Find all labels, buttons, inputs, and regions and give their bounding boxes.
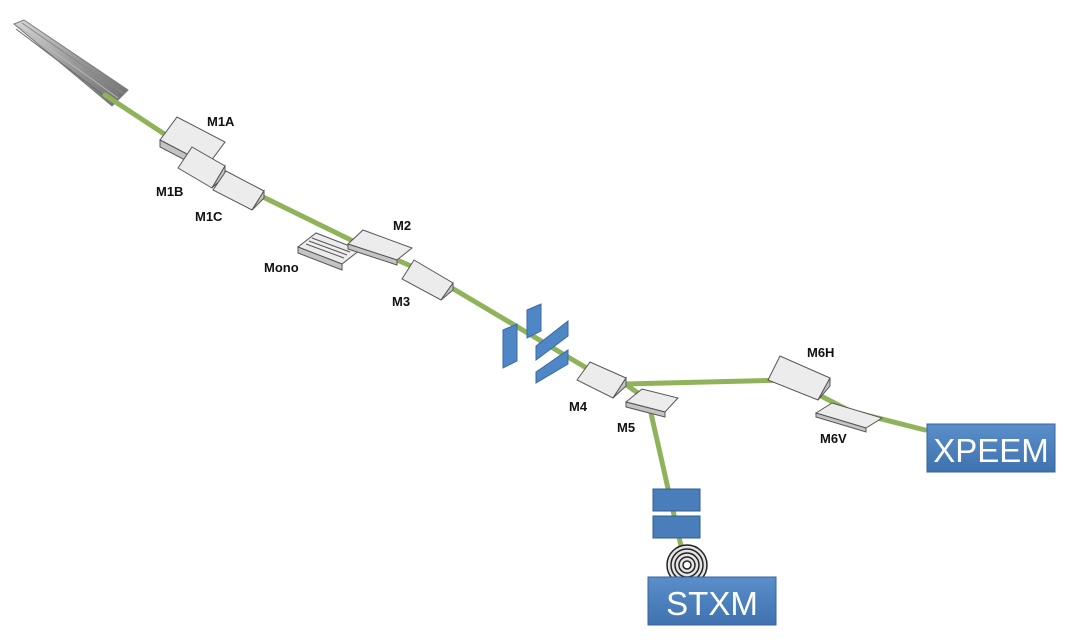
undulator-icon: [13, 19, 129, 107]
label-m5: M5: [617, 420, 635, 435]
label-m6h: M6H: [807, 345, 834, 360]
stxm-optic-upper: [652, 488, 701, 512]
mirror-m6h: [767, 355, 831, 401]
mirror-m5: [624, 388, 679, 418]
zone-plate-icon: [666, 544, 708, 586]
xpeem-label: XPEEM: [933, 432, 1049, 469]
mirror-m1c: [212, 170, 265, 211]
mirror-m4: [576, 361, 627, 399]
mirror-m2: [347, 229, 414, 266]
mirror-m3: [401, 259, 454, 301]
stxm-optics: [652, 488, 701, 539]
label-mono: Mono: [264, 260, 299, 275]
label-m1a: M1A: [207, 114, 235, 129]
stxm-optic-lower: [652, 515, 701, 539]
stxm-label: STXM: [666, 585, 758, 622]
label-m1b: M1B: [156, 184, 183, 199]
mirror-m6v: [814, 402, 884, 433]
slit-icon: [502, 303, 569, 384]
label-m6v: M6V: [820, 431, 847, 446]
endstation-xpeem: XPEEM: [926, 423, 1056, 473]
label-m1c: M1C: [195, 209, 223, 224]
label-m3: M3: [392, 294, 410, 309]
label-m4: M4: [569, 399, 588, 414]
label-m2: M2: [393, 218, 411, 233]
mono-grating: [296, 232, 362, 271]
endstation-stxm: STXM: [647, 576, 777, 626]
